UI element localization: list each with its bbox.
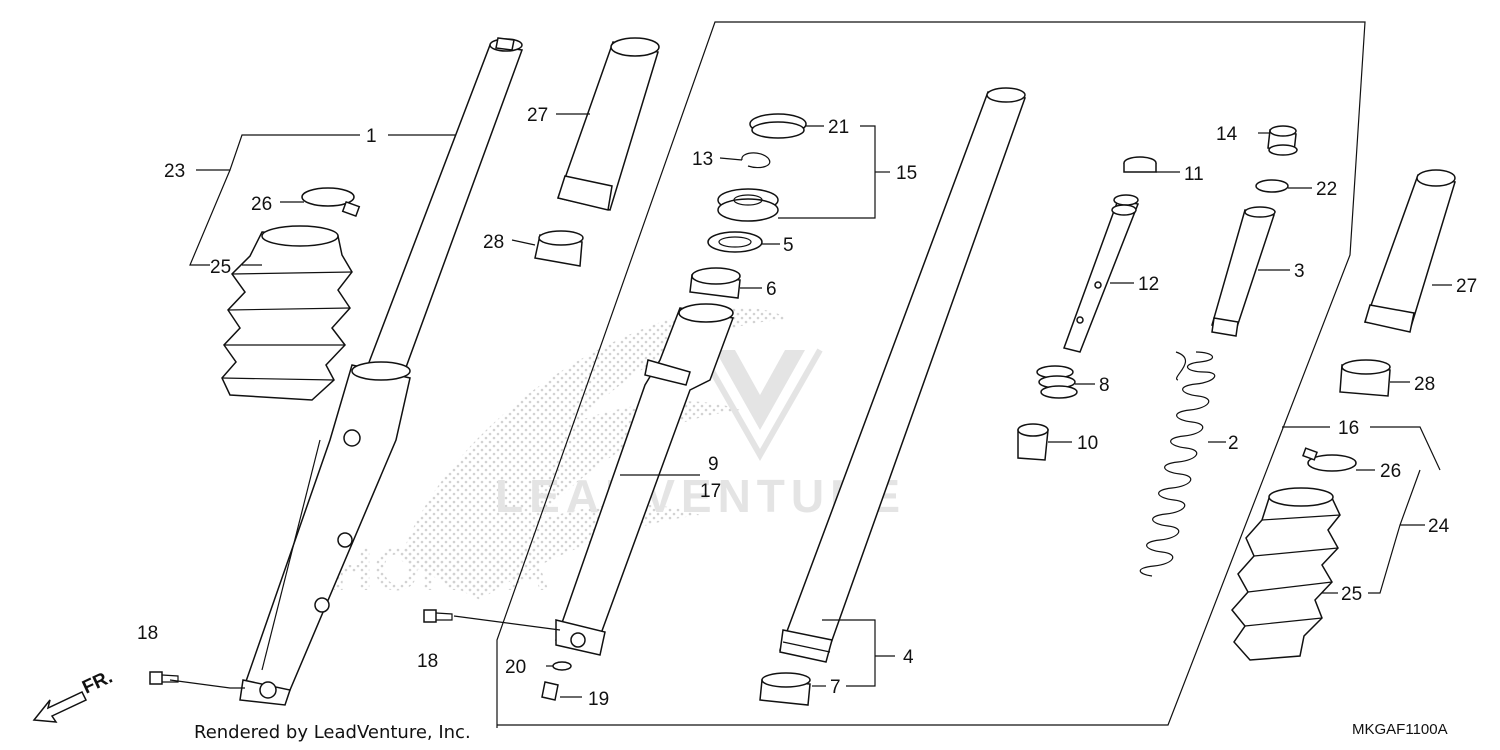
diagram-code: MKGAF1100A <box>1352 721 1448 738</box>
callout-20: 20 <box>505 657 526 678</box>
callout-3: 3 <box>1294 261 1305 282</box>
part-15-oil-seal <box>717 188 779 222</box>
callout-25-right: 25 <box>1341 584 1362 605</box>
callout-27-right: 27 <box>1456 276 1477 297</box>
callout-24: 24 <box>1428 516 1450 537</box>
part-25-dust-boot-right <box>1231 487 1341 661</box>
part-7-guide-bushing <box>759 672 811 706</box>
callout-7: 7 <box>830 677 841 698</box>
callout-1: 1 <box>366 126 377 147</box>
part-28-guide-right <box>1339 359 1391 397</box>
callout-4: 4 <box>903 647 914 668</box>
assembly-frame <box>496 21 1366 728</box>
part-8-rebound-spring <box>1036 365 1078 399</box>
part-11-piston-ring <box>1123 156 1157 173</box>
callout-17: 17 <box>700 481 721 502</box>
honda-brand-text: HONDA <box>330 536 550 603</box>
callout-21: 21 <box>828 117 849 138</box>
part-26-clamp-right <box>1302 447 1357 472</box>
part-28-guide-top <box>534 230 584 267</box>
callout-26-left: 26 <box>251 194 272 215</box>
part-21-dust-seal <box>749 113 807 139</box>
part-18-bolt-left <box>149 671 179 685</box>
leader-lines <box>169 113 1452 698</box>
part-3-spacer <box>1211 206 1276 337</box>
callout-23: 23 <box>164 161 185 182</box>
part-18-bolt-center <box>423 609 453 623</box>
callout-5: 5 <box>783 235 794 256</box>
callout-2: 2 <box>1228 433 1239 454</box>
callout-18-left: 18 <box>137 623 158 644</box>
honda-wing-logo: HONDA <box>330 307 790 603</box>
callout-18-center: 18 <box>417 651 438 672</box>
part-5-washer <box>707 231 763 253</box>
part-13-clip <box>741 152 771 169</box>
part-6-slide-bushing <box>689 267 741 299</box>
part-22-o-ring <box>1255 179 1289 193</box>
callout-26-right: 26 <box>1380 461 1401 482</box>
callout-11: 11 <box>1184 164 1204 185</box>
callout-labels: 1 2 3 4 5 6 7 8 9 10 11 12 13 14 15 16 1… <box>137 105 1477 710</box>
part-27-fork-cover-top <box>557 37 660 211</box>
part-12-damper-rod <box>1063 194 1140 353</box>
callout-10: 10 <box>1077 433 1098 454</box>
callout-12: 12 <box>1138 274 1159 295</box>
part-20-washer <box>552 661 572 671</box>
callout-14: 14 <box>1216 124 1238 145</box>
part-14-fork-bolt <box>1267 125 1298 156</box>
callout-27-top: 27 <box>527 105 548 126</box>
callout-28-right: 28 <box>1414 374 1435 395</box>
callout-28-top: 28 <box>483 232 504 253</box>
part-19-drain-bolt <box>541 681 559 701</box>
callout-13: 13 <box>692 149 713 170</box>
render-credit: Rendered by LeadVenture, Inc. <box>194 722 471 743</box>
part-25-dust-boot-left <box>221 225 353 401</box>
part-9-outer-slider <box>555 303 735 656</box>
leadventure-watermark: LEADVENTURE <box>495 348 900 522</box>
callout-25-left: 25 <box>210 257 231 278</box>
part-4-inner-tube <box>778 87 1027 663</box>
callout-8: 8 <box>1099 375 1110 396</box>
callout-15: 15 <box>896 163 917 184</box>
callout-6: 6 <box>766 279 777 300</box>
callout-19: 19 <box>588 689 609 710</box>
direction-label: FR. <box>79 667 116 699</box>
callout-9: 9 <box>708 454 719 475</box>
callout-16: 16 <box>1338 418 1359 439</box>
callout-22: 22 <box>1316 179 1337 200</box>
part-26-clamp-left <box>301 187 361 218</box>
part-1-left-fork <box>239 37 524 706</box>
front-direction-arrow: FR. <box>32 667 116 723</box>
part-2-fork-spring <box>1139 351 1216 577</box>
part-10-oil-lock-piece <box>1017 423 1049 461</box>
part-27-fork-cover-right <box>1363 169 1456 333</box>
